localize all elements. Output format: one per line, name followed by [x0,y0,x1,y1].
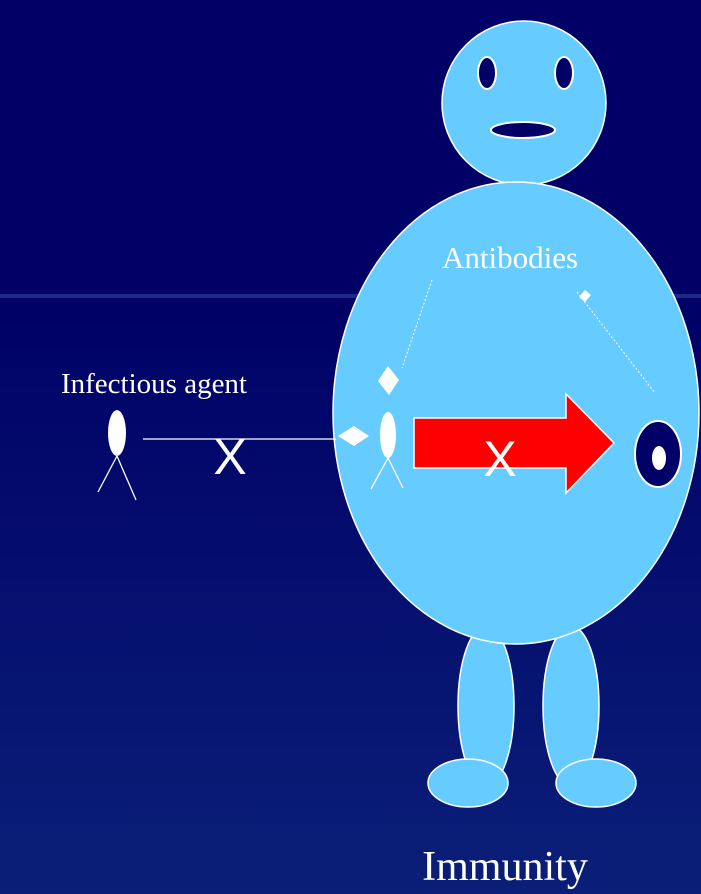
left-foot [428,759,508,807]
right-foot [556,759,636,807]
arrow-blocked-x-icon: X [483,431,516,487]
entry-blocked-x-icon: X [213,429,246,485]
mouth-icon [491,122,555,138]
immunity-caption: Immunity [422,844,588,890]
head [442,21,606,185]
left-eye-icon [478,57,496,89]
right-eye-icon [555,57,573,89]
infectious-agent-label: Infectious agent [61,368,247,400]
antibodies-label: Antibodies [442,240,578,275]
target-cell-icon [635,421,681,487]
